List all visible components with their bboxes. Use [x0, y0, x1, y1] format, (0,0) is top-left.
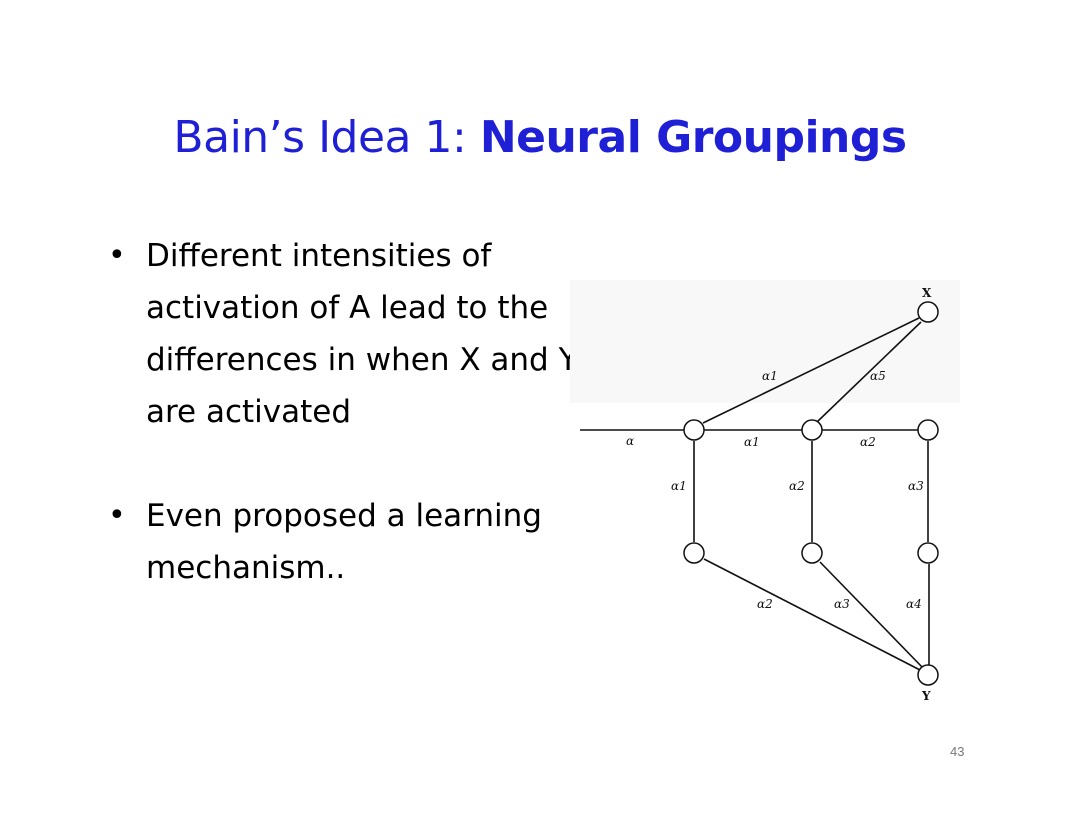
diagram-edges [580, 317, 930, 671]
edge-label-vertical-2: α2 [789, 479, 805, 493]
edge-label-input: α [626, 434, 634, 448]
edge-label-lower-2: α3 [834, 597, 850, 611]
title-emphasis: Neural Groupings [479, 112, 907, 163]
node-lower-2 [801, 542, 823, 564]
slide-title: Bain’s Idea 1: Neural Groupings [0, 112, 1080, 163]
edge-label-vertical-1: α1 [671, 479, 687, 493]
node-label-x: X [922, 286, 932, 300]
edge-label-lower-1: α2 [757, 597, 773, 611]
edge-label-vertical-3: α3 [908, 479, 924, 493]
node-y [917, 664, 939, 686]
bullet-text: Different intensities of activation of A… [146, 238, 578, 430]
edge-label-lower-3: α4 [906, 597, 922, 611]
edge-to-x-2 [816, 321, 922, 423]
edge-label-upper-left: α1 [762, 369, 778, 383]
node-lower-1 [683, 542, 705, 564]
diagram-background [570, 280, 960, 403]
bullet-text: Even proposed a learning mechanism.. [146, 498, 542, 586]
bullet-list: • Different intensities of activation of… [108, 230, 578, 594]
edge-label-middle-1: α1 [744, 435, 760, 449]
neural-grouping-diagram: X Y α α1 α5 α1 α2 α1 α2 α3 α2 α3 α4 [570, 280, 960, 703]
edge-to-y-1 [703, 558, 921, 671]
bullet-item: • Different intensities of activation of… [108, 230, 578, 438]
node-x [917, 301, 939, 323]
node-label-y: Y [921, 689, 931, 703]
bullet-item: • Even proposed a learning mechanism.. [108, 490, 578, 594]
bullet-dot-icon: • [108, 498, 126, 533]
node-middle [801, 419, 823, 441]
edge-label-middle-2: α2 [860, 435, 876, 449]
page-number: 43 [950, 744, 965, 759]
bullet-dot-icon: • [108, 238, 126, 273]
node-right [917, 419, 939, 441]
edge-label-upper-right: α5 [870, 369, 886, 383]
node-lower-3 [917, 542, 939, 564]
node-a [683, 419, 705, 441]
diagram-nodes [683, 301, 939, 686]
edge-to-x-1 [702, 317, 920, 424]
edge-to-y-2 [819, 561, 924, 669]
title-prefix: Bain’s Idea 1: [173, 112, 480, 163]
